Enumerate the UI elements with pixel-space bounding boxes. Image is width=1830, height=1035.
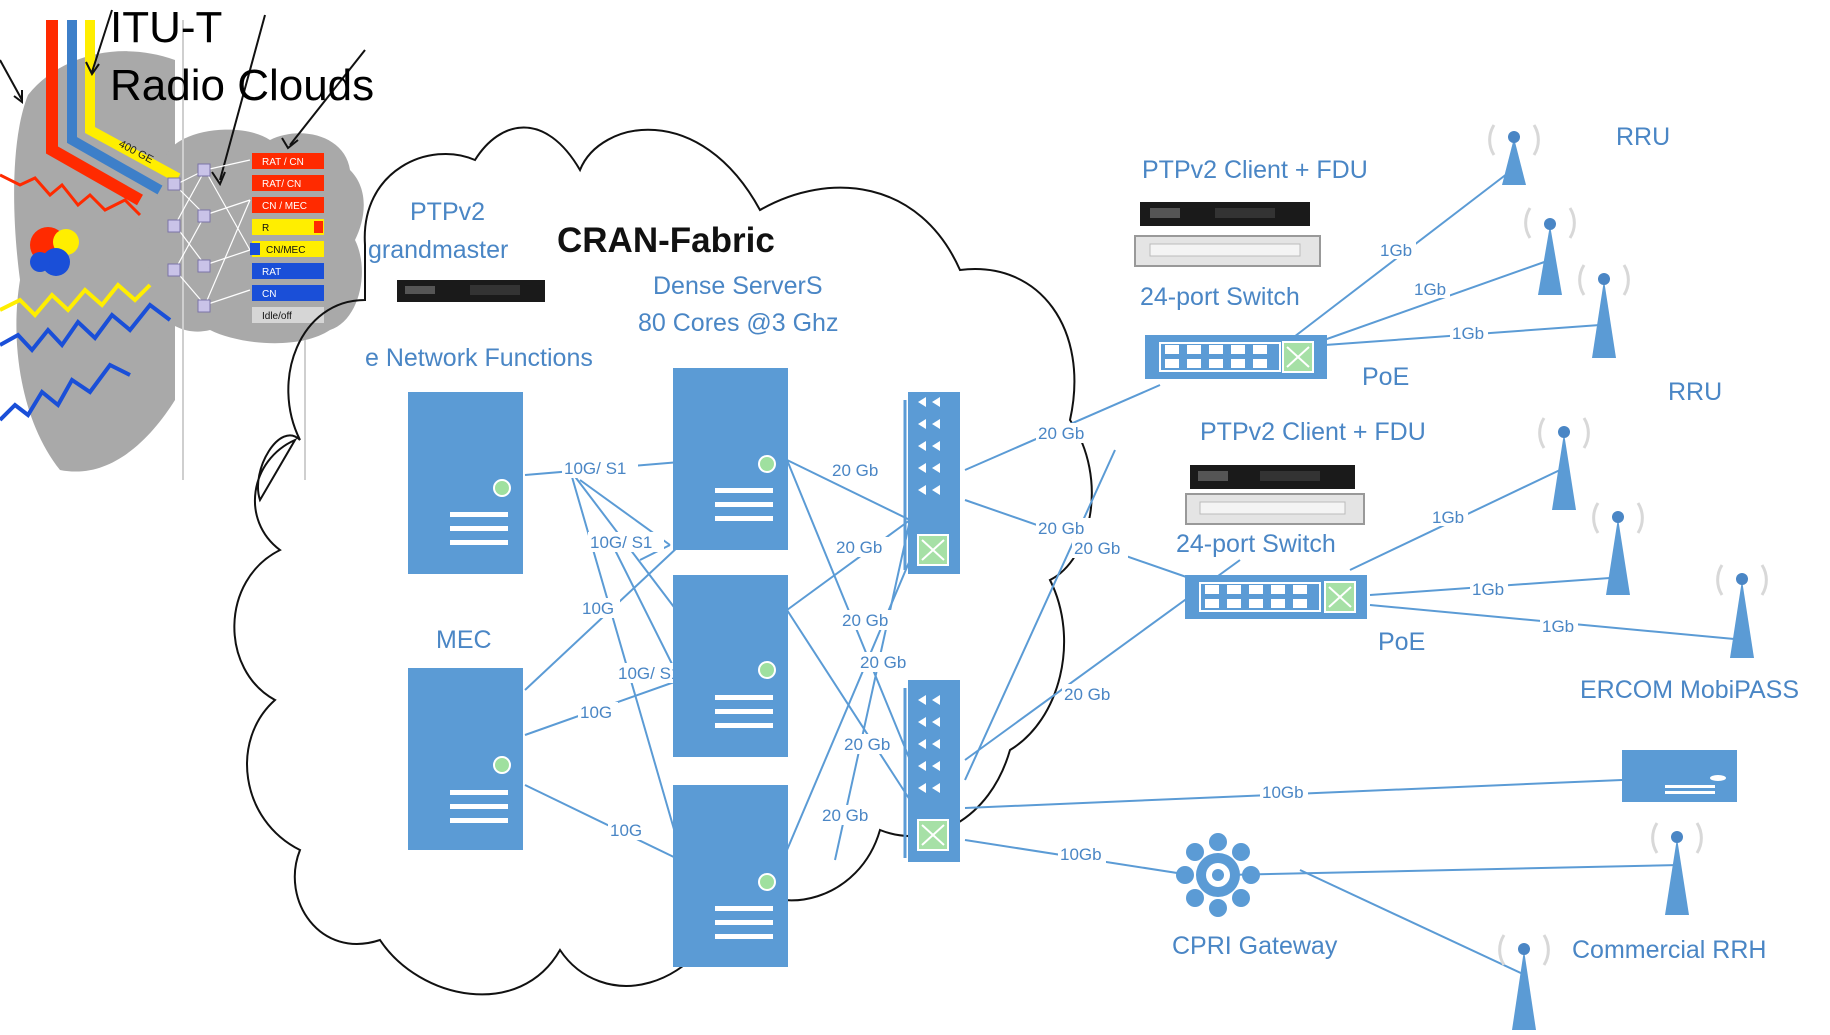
ptp-client-label-1: PTPv2 Client + FDU (1142, 156, 1368, 184)
edge-label-10g-c: 10G (610, 821, 642, 840)
dense-server-3 (673, 785, 788, 967)
rru-label-1: RRU (1616, 123, 1670, 151)
edge-label-1gb-f: 1Gb (1542, 617, 1574, 636)
ercom-label: ERCOM MobiPASS (1580, 676, 1799, 704)
rru-antenna-2 (1524, 207, 1576, 295)
rru-antenna-4 (1538, 417, 1590, 510)
edge-label-s1-b: 10G/ S1 (590, 533, 652, 552)
edge-label-20gb-g: 20 Gb (1038, 424, 1084, 443)
edge-label-1gb-b: 1Gb (1414, 280, 1446, 299)
inset-signal-yellow (0, 282, 152, 318)
rru-antenna-3 (1578, 264, 1630, 358)
inset-title-line1: ITU-T (110, 3, 222, 52)
commercial-rrh-antenna (1651, 822, 1703, 915)
fabric-switch-top (903, 392, 960, 574)
edge-label-10gb-a: 10Gb (1262, 783, 1304, 802)
stack-item-5: CN/MEC (266, 245, 305, 256)
edge-label-1gb-c: 1Gb (1452, 324, 1484, 343)
stack-item-2: RAT/ CN (262, 179, 301, 190)
ptp-client-device-1 (1134, 202, 1321, 267)
poe-switch-2 (1185, 575, 1367, 619)
dense-servers-label-line2: 80 Cores @3 Ghz (638, 309, 838, 337)
ercom-antenna (1716, 564, 1768, 658)
radio-clouds-inset: 400 GE (0, 3, 374, 480)
commercial-rrh-label: Commercial RRH (1572, 936, 1766, 964)
edge-label-10g-b: 10G (580, 703, 612, 722)
cloud-title: CRAN-Fabric (557, 221, 775, 260)
ptp-client-label-2: PTPv2 Client + FDU (1200, 418, 1426, 446)
inset-cloud-right (139, 129, 364, 344)
edge-label-1gb-e: 1Gb (1472, 580, 1504, 599)
grandmaster-label-line2: grandmaster (368, 236, 508, 264)
cpri-gateway-icon (1176, 833, 1260, 917)
edge-label-1gb-d: 1Gb (1432, 508, 1464, 527)
edge-label-10g-a: 10G (582, 599, 614, 618)
grandmaster-device (397, 280, 545, 302)
edge-label-20gb-h: 20 Gb (1038, 519, 1084, 538)
switch-label-2: 24-port Switch (1176, 530, 1336, 558)
dense-server-1 (673, 368, 788, 550)
stack-item-6: RAT (262, 267, 281, 278)
dense-server-2 (673, 575, 788, 757)
edge-label-20gb-e: 20 Gb (844, 735, 890, 754)
network-functions-label: e Network Functions (365, 344, 593, 372)
poe-label-2: PoE (1378, 628, 1425, 656)
inset-signal-blue-1 (0, 302, 172, 354)
edge-label-20gb-c: 20 Gb (842, 611, 888, 630)
edge-label-10gb-b: 10Gb (1060, 845, 1102, 864)
inset-title-line2: Radio Clouds (110, 61, 374, 110)
rru-antenna-1 (1488, 124, 1540, 185)
rru-antenna-5 (1592, 502, 1644, 595)
edge-label-20gb-b: 20 Gb (836, 538, 882, 557)
edge-labels: 10G/ S1 10G/ S1 10G/ S1 10G 10G 10G 20 G… (562, 241, 1578, 864)
cran-fabric-cloud (233, 126, 1093, 996)
edge-label-20gb-a: 20 Gb (832, 461, 878, 480)
edge-label-20gb-j: 20 Gb (1064, 685, 1110, 704)
edge-label-20gb-f: 20 Gb (822, 806, 868, 825)
poe-switch-1 (1145, 335, 1327, 379)
edge-label-s1-a: 10G/ S1 (564, 459, 626, 478)
server-network-functions (408, 392, 523, 574)
stack-item-4: R (262, 223, 269, 234)
stack-item-1: RAT / CN (262, 157, 304, 168)
rrh-antenna-bottom (1498, 934, 1550, 1030)
inset-signal-red (0, 173, 142, 217)
fabric-switch-bottom (903, 680, 960, 862)
rack-unit-endpoint (1622, 750, 1737, 802)
ptp-client-device-2 (1185, 465, 1365, 525)
poe-label-1: PoE (1362, 363, 1409, 391)
mec-label: MEC (436, 626, 492, 654)
cpri-label: CPRI Gateway (1172, 932, 1338, 960)
edge-label-20gb-d: 20 Gb (860, 653, 906, 672)
stack-item-7: CN (262, 289, 276, 300)
switch-label-1: 24-port Switch (1140, 283, 1300, 311)
edge-label-1gb-a: 1Gb (1380, 241, 1412, 260)
grandmaster-label-line1: PTPv2 (410, 198, 485, 226)
inset-signal-blue-2 (0, 362, 131, 422)
edge-label-20gb-i: 20 Gb (1074, 539, 1120, 558)
dense-servers-label-line1: Dense ServerS (653, 272, 823, 300)
stack-item-3: CN / MEC (262, 201, 307, 212)
server-mec (408, 668, 523, 850)
rru-label-2: RRU (1668, 378, 1722, 406)
stack-item-8: Idle/off (262, 311, 292, 322)
inset-stack: RAT / CN RAT/ CN CN / MEC R CN/MEC RAT C… (250, 153, 324, 323)
edge-label-s1-c: 10G/ S1 (618, 664, 680, 683)
